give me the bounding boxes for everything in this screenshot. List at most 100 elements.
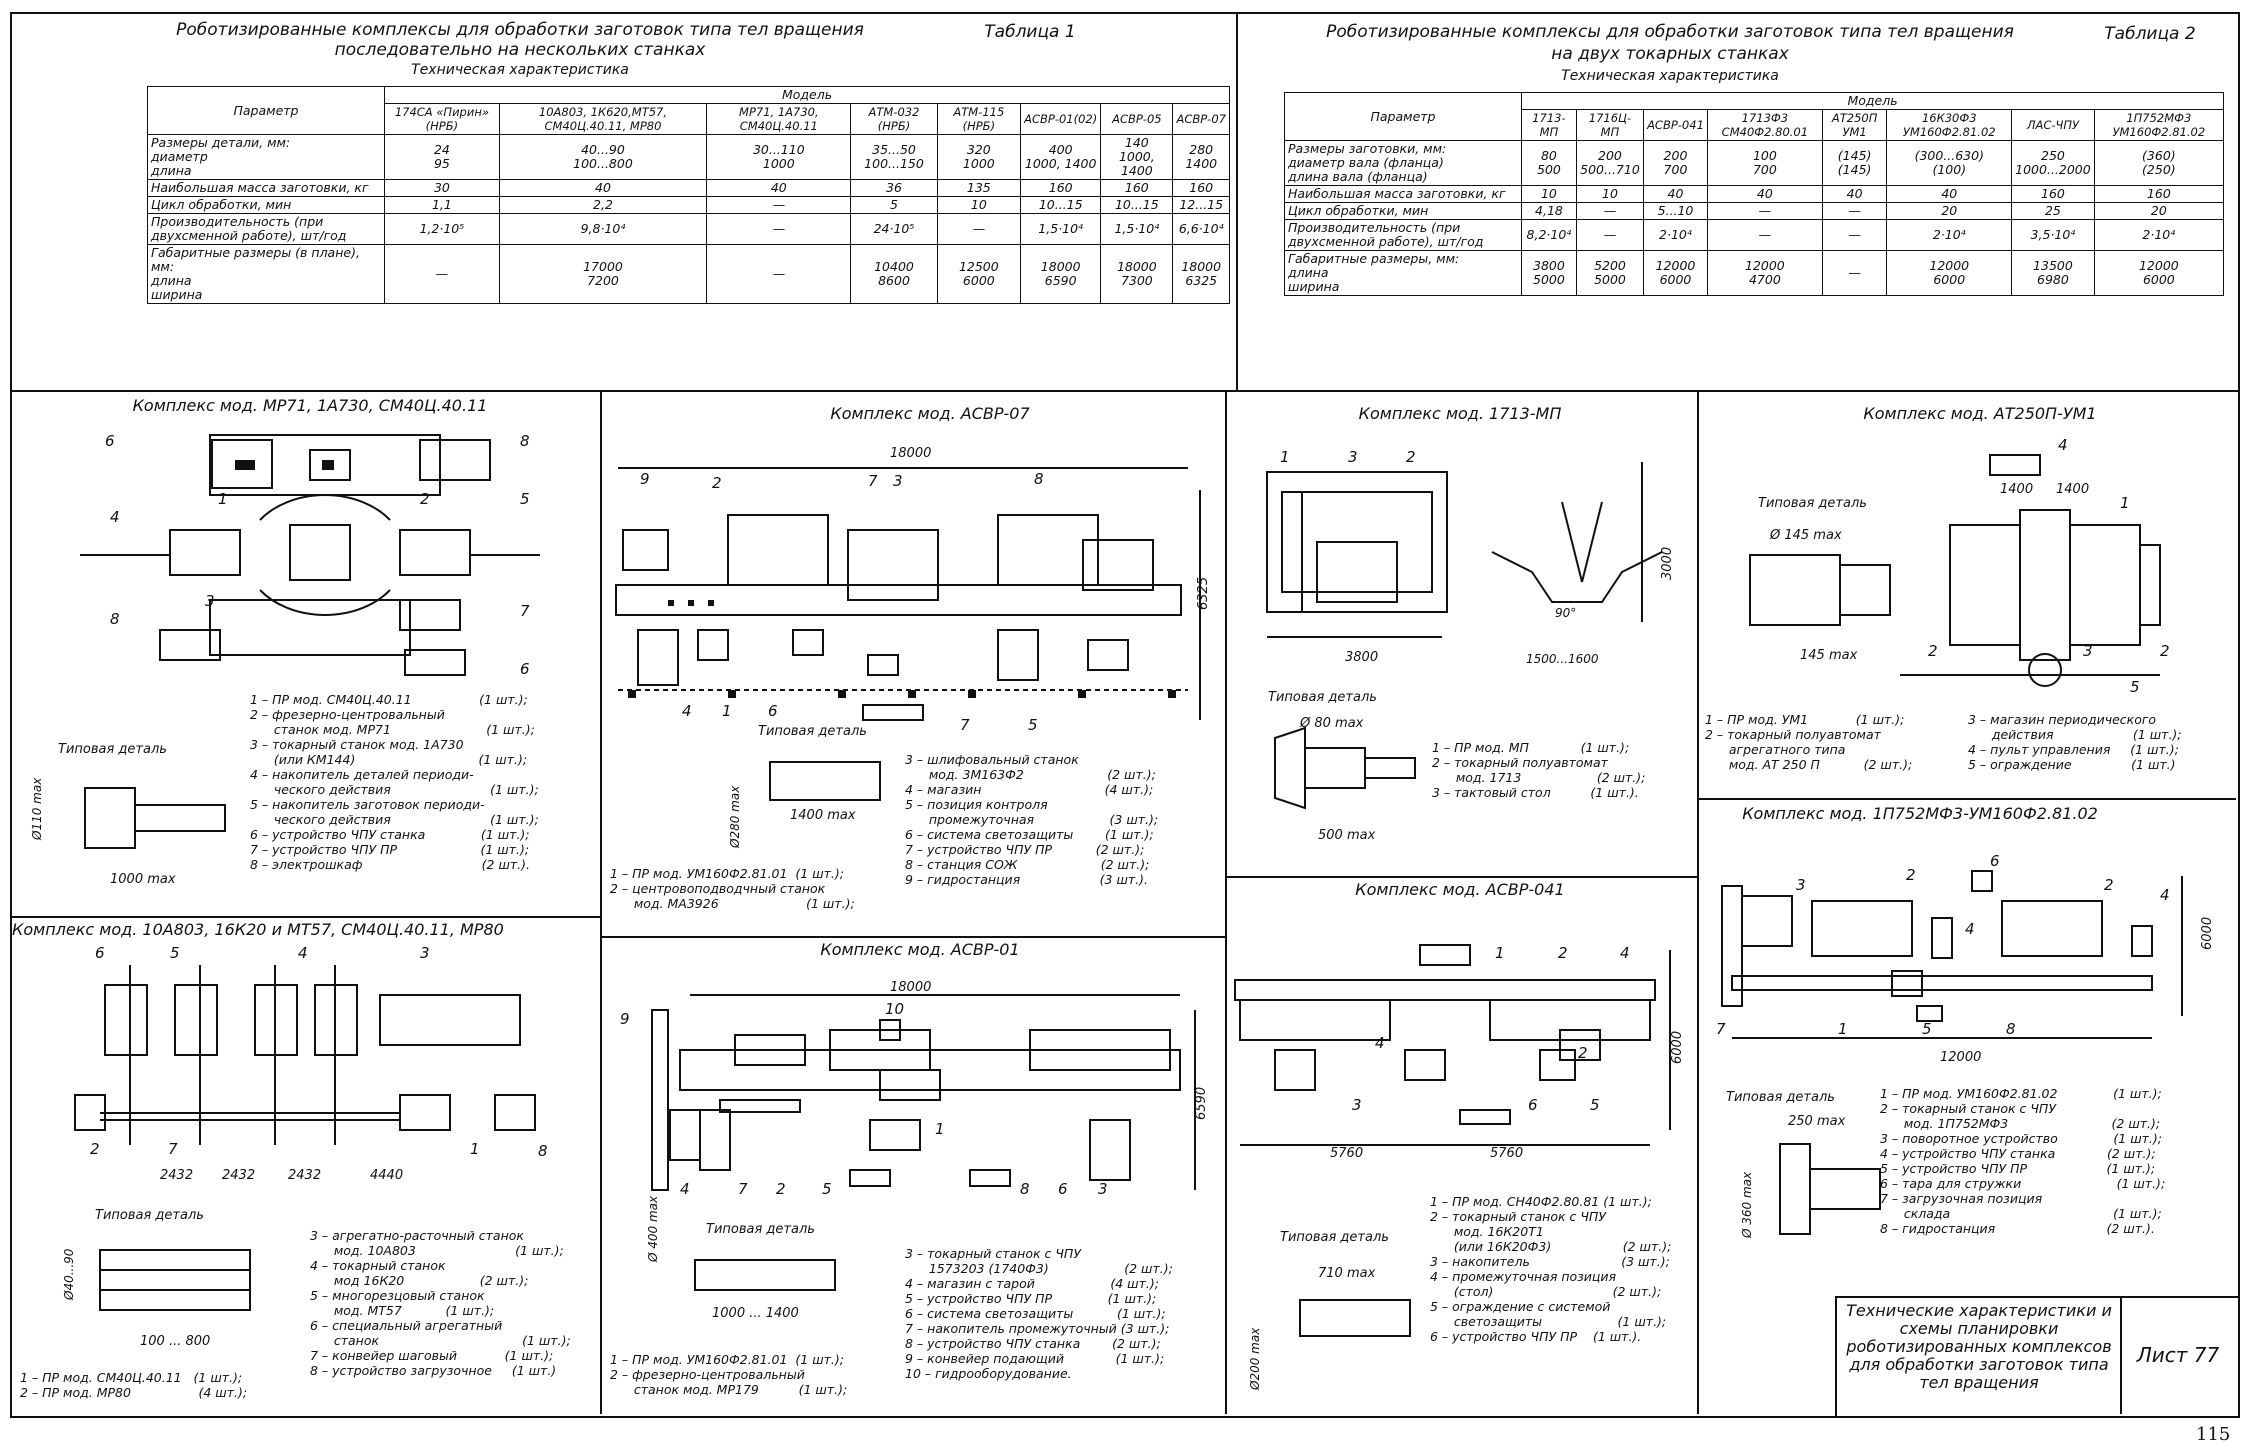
asvr041-mark-3: 3 (1352, 1096, 1362, 1114)
legend-line: 1 – ПР мод. УМ160Ф2.81.02 (1 шт.); (1880, 1086, 2162, 1101)
asvr01-typical: Типовая деталь (706, 1222, 815, 1237)
legend-line: 5 – позиция контроля (905, 797, 1048, 812)
asvr041-mark-2: 2 (1558, 944, 1568, 962)
at250-mark-3: 3 (2083, 642, 2093, 660)
row-value: 4,18 (1521, 202, 1577, 220)
row-value: 280 1400 (1172, 134, 1230, 180)
row-param: Наибольшая масса заготовки, кг (1284, 185, 1522, 203)
p1p752-mark-4: 4 (1965, 920, 1975, 938)
p10a-mark-4: 4 (298, 944, 308, 962)
asvr07-typical: Типовая деталь (758, 724, 867, 739)
legend-line: 3 – токарный станок мод. 1А730 (250, 737, 464, 752)
legend-line: 8 – устройство загрузочное (1 шт.) (310, 1363, 557, 1378)
legend-line: 3 – поворотное устройство (1 шт.); (1880, 1131, 2162, 1146)
row-param: Габаритные размеры (в плане), мм: длина … (147, 244, 385, 304)
row-value: 10 (936, 196, 1022, 214)
row-value: 12000 6000 (1643, 250, 1708, 296)
p10a-dim-2: 2432 (222, 1168, 256, 1183)
row-value: 3800 5000 (1521, 250, 1577, 296)
row-value: 1,2·10⁵ (384, 213, 500, 245)
model-name: АТМ-115 (НРБ) (936, 103, 1022, 135)
legend-line: станок мод. МР179 (1 шт.); (610, 1382, 848, 1397)
panel-1p752-title: Комплекс мод. 1П752МФ3-УМ160Ф2.81.02 (1742, 804, 2098, 823)
panel-1p752-scheme (1721, 870, 2183, 1039)
panel-asvr01-scheme (651, 994, 1196, 1191)
asvr07-mark-6: 6 (768, 702, 778, 720)
row-value: — (1575, 202, 1645, 220)
p10a-mark-1: 1 (470, 1140, 480, 1158)
page-number: 115 (2196, 1424, 2231, 1445)
model-name: 174СА «Пирин» (НРБ) (384, 103, 500, 135)
row-value: 25 (2011, 202, 2095, 220)
asvr07-legend-a: 1 – ПР мод. УМ160Ф2.81.01 (1 шт.);2 – це… (610, 866, 855, 911)
asvr01-mark-1: 1 (935, 1120, 945, 1138)
row-value: (145) (145) (1821, 140, 1888, 186)
row-value: 18000 6325 (1172, 244, 1230, 304)
row-value: — (706, 244, 852, 304)
row-value: 40 (498, 179, 708, 197)
asvr01-mark-8: 8 (1020, 1180, 1030, 1198)
p1713-angle: 90° (1555, 606, 1577, 620)
p10a-legend-b: 3 – агрегатно-расточный станок мод. 10А8… (310, 1228, 571, 1378)
legend-line: (или 16К20Ф3) (2 шт.); (1430, 1239, 1672, 1254)
table1-label: Таблица 1 (984, 22, 1076, 42)
row-value: 40 (1706, 185, 1823, 203)
asvr01-mark-3: 3 (1098, 1180, 1108, 1198)
divider-tables (1236, 12, 1238, 390)
row-value: 12000 4700 (1706, 250, 1823, 296)
p1p752-mark-6: 6 (1990, 852, 2000, 870)
p1p752-dim-l: 250 max (1788, 1114, 1846, 1129)
row-value: 1,1 (384, 196, 500, 214)
row-param: Размеры заготовки, мм: диаметр вала (фла… (1284, 140, 1522, 186)
asvr01-mark-9: 9 (620, 1010, 630, 1028)
row-param: Габаритные размеры, мм: длина ширина (1284, 250, 1522, 296)
row-value: 10 (1521, 185, 1577, 203)
legend-line: станок (1 шт.); (310, 1333, 571, 1348)
legend-line: мод. 1713 (2 шт.); (1432, 770, 1646, 785)
row-value: — (1575, 219, 1645, 251)
legend-line: 8 – гидростанция (2 шт.). (1880, 1221, 2155, 1236)
table-row: Производительность (при двухсменной рабо… (1284, 219, 2225, 251)
row-value: 40 (1643, 185, 1708, 203)
model-name: АТМ-032 (НРБ) (850, 103, 938, 135)
row-value: 30 (384, 179, 500, 197)
legend-line: 6 – система светозащиты (1 шт.); (905, 827, 1154, 842)
legend-line: промежуточная (3 шт.); (905, 812, 1159, 827)
at250-legend-a: 1 – ПР мод. УМ1 (1 шт.);2 – токарный пол… (1705, 712, 1912, 772)
panel-mr71-scheme (80, 434, 540, 676)
asvr07-mark-7b: 7 (960, 716, 970, 734)
row-value: — (1706, 202, 1823, 220)
model-name: АСВР-041 (1643, 109, 1708, 141)
legend-line: ческого действия (1 шт.); (250, 782, 539, 797)
at250-mark-2b: 2 (2160, 642, 2170, 660)
mr71-mark-6: 6 (105, 432, 115, 450)
asvr01-mark-5: 5 (822, 1180, 832, 1198)
p1713-dim-len: 500 max (1318, 828, 1376, 843)
asvr041-mark-1: 1 (1495, 944, 1505, 962)
legend-line: светозащиты (1 шт.); (1430, 1314, 1667, 1329)
table2-subtitle: Техническая характеристика (1561, 68, 1779, 84)
asvr01-dim-width: 6590 (1194, 1086, 1209, 1120)
legend-line: мод. 1П752МФ3 (2 шт.); (1880, 1116, 2161, 1131)
model-header: Модель (384, 86, 1230, 104)
panel-asvr01-title: Комплекс мод. АСВР-01 (820, 940, 1020, 959)
p10a-dim-l: 100 ... 800 (140, 1334, 211, 1349)
p1p752-mark-5: 5 (1922, 1020, 1932, 1038)
legend-line: 8 – станция СОЖ (2 шт.); (905, 857, 1150, 872)
p1p752-mark-8: 8 (2006, 1020, 2016, 1038)
p10a-mark-2: 2 (90, 1140, 100, 1158)
legend-line: 3 – накопитель (3 шт.); (1430, 1254, 1670, 1269)
asvr01-legend-b: 3 – токарный станок с ЧПУ 1573203 (1740Ф… (905, 1246, 1173, 1381)
panel-10a803-title: Комплекс мод. 10А803, 16К20 и МТ57, СМ40… (12, 920, 504, 939)
mr71-typical: Типовая деталь (58, 742, 167, 757)
legend-line: 4 – промежуточная позиция (1430, 1269, 1617, 1284)
row-value: 140 1000, 1400 (1100, 134, 1174, 180)
row-value: — (1821, 202, 1888, 220)
row-value: 24 95 (384, 134, 500, 180)
row-value: (300...630) (100) (1886, 140, 2013, 186)
divider-col3 (1697, 390, 1699, 1414)
legend-line: 3 – токарный станок с ЧПУ (905, 1246, 1081, 1261)
legend-line: (или КМ144) (1 шт.); (250, 752, 528, 767)
